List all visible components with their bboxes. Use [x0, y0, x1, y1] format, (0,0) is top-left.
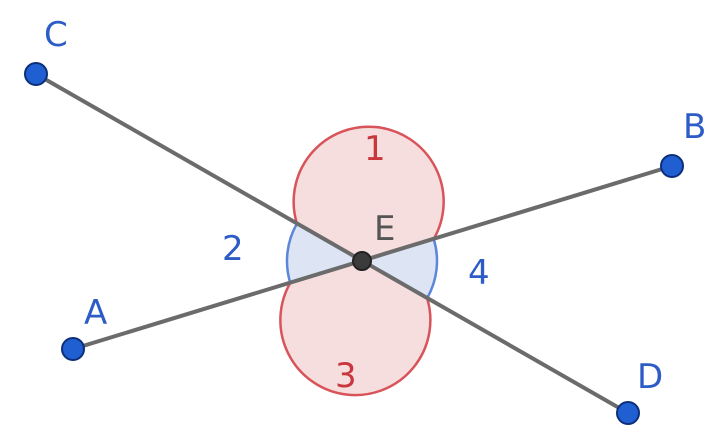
point-d[interactable] [616, 401, 640, 425]
point-b[interactable] [660, 154, 684, 178]
segment-cd [34, 72, 630, 415]
angle-4-label: 4 [468, 253, 490, 293]
point-a[interactable] [61, 337, 85, 361]
point-e[interactable] [352, 251, 372, 271]
angle-2-label: 2 [222, 229, 244, 269]
point-e-label: E [374, 209, 395, 249]
point-c[interactable] [24, 62, 48, 86]
point-c-label: C [44, 15, 68, 55]
angle-1-sector [292, 125, 445, 263]
angle-1-label: 1 [364, 129, 386, 169]
point-a-label: A [84, 293, 107, 333]
angle-3-label: 3 [335, 356, 357, 396]
angle-3-sector [279, 259, 432, 397]
point-d-label: D [637, 357, 663, 397]
point-b-label: B [683, 107, 706, 147]
segment-ab [71, 164, 674, 351]
